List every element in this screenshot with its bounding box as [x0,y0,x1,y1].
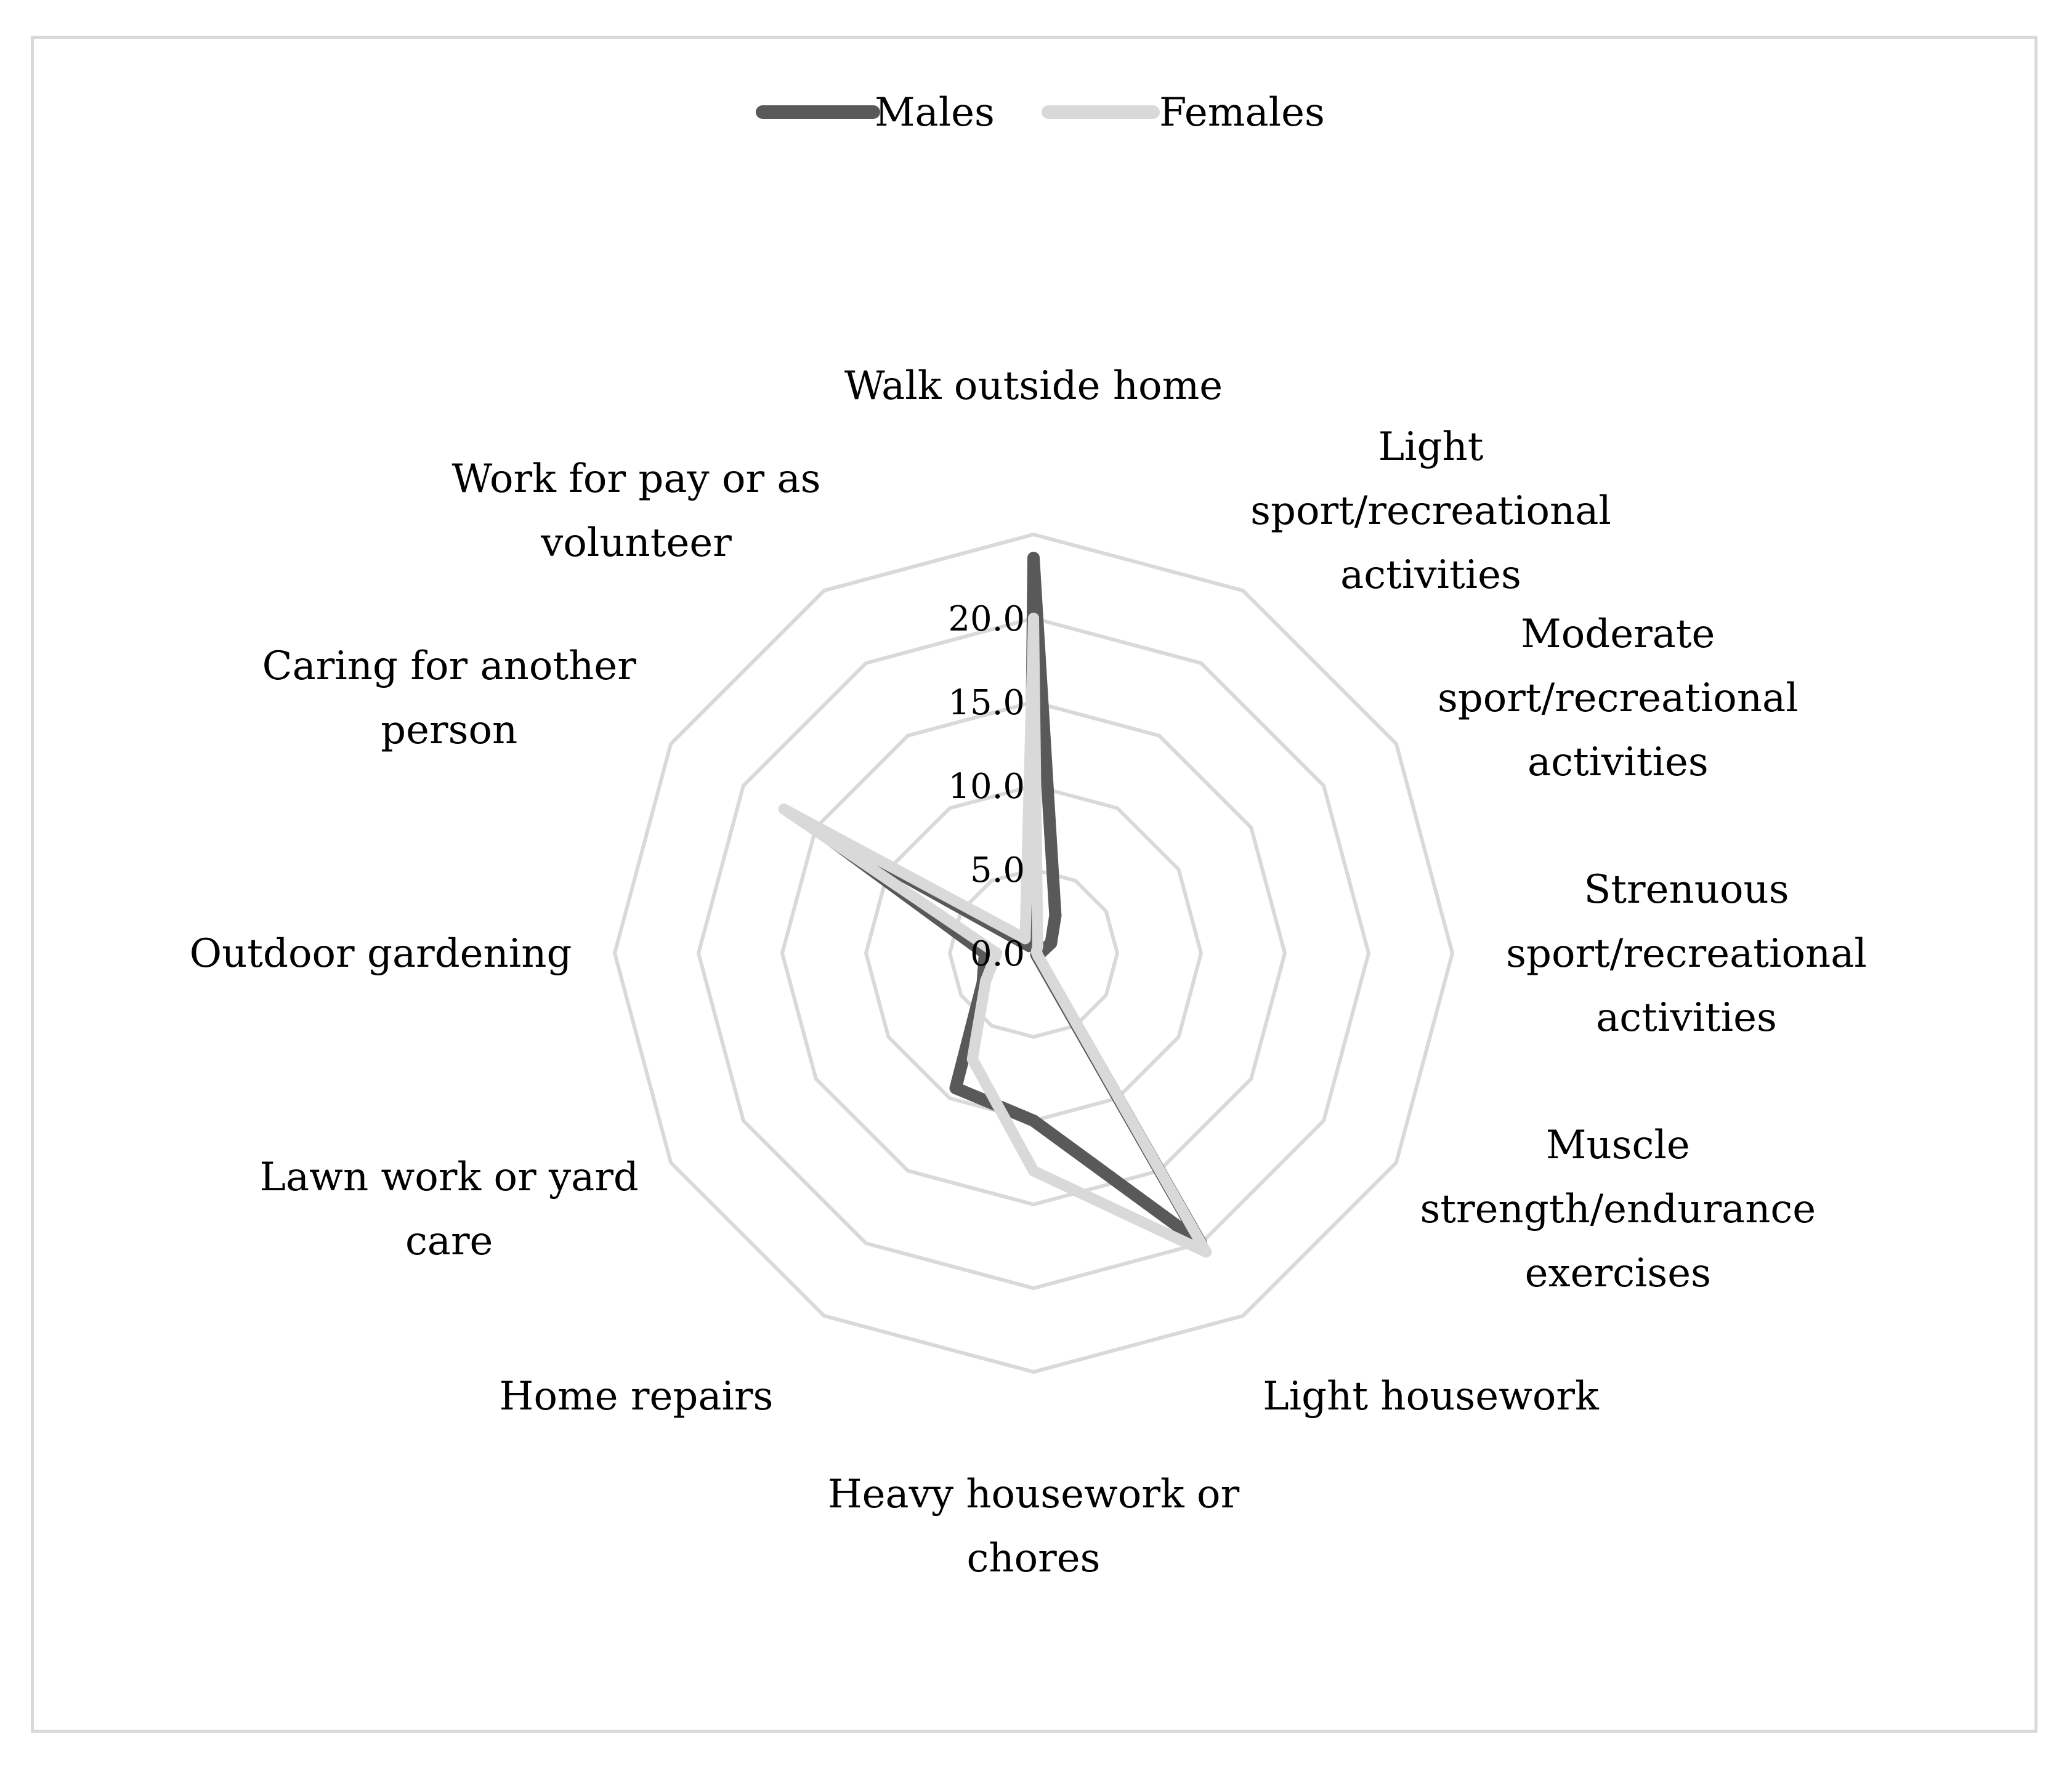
legend-label-males: Males [875,90,995,135]
radial-tick-labels: 0.0 5.0 10.0 15.0 20.0 [948,599,1025,974]
tick-label-0: 0.0 [970,934,1025,974]
grid-ring-25 [612,532,1455,1374]
category-label-outdoor-gardening: Outdoor gardening [190,931,572,977]
category-label-line: Home repairs [500,1374,774,1419]
tick-label-4: 20.0 [948,599,1025,639]
data-point-females-7 [966,1054,978,1065]
category-label-line: care [405,1219,493,1264]
legend: Males Females [756,90,1325,135]
tick-label-3: 15.0 [948,683,1025,723]
category-label-line: Muscle [1546,1123,1690,1168]
series-layer [778,552,1212,1258]
data-point-females-9 [991,948,1003,959]
category-label-heavy-housework-or-chores: Heavy housework or chores [828,1472,1240,1581]
data-point-males-2 [1045,937,1058,950]
category-label-line: strength/endurance [1420,1187,1816,1232]
category-label-strenuous-sport-recreational-activities: Strenuous sport/recreational activities [1506,867,1867,1041]
category-label-line: volunteer [540,520,732,566]
category-label-walk-outside-home: Walk outside home [844,363,1223,409]
category-label-line: Light housework [1263,1374,1600,1419]
data-point-males-1 [1049,909,1062,922]
category-label-line: Caring for another [262,643,637,689]
category-label-line: chores [967,1536,1101,1581]
category-label-line: Work for pay or as [452,456,821,502]
category-label-light-sport-recreational-activities: Light sport/recreational activities [1250,424,1611,598]
category-label-line: Moderate [1521,611,1715,657]
category-label-line: activities [1340,552,1521,598]
category-label-line: exercises [1525,1251,1711,1296]
data-point-females-11 [1019,933,1031,945]
category-label-line: activities [1528,740,1709,785]
category-label-line: Strenuous [1584,867,1789,913]
category-label-line: person [381,708,517,753]
category-label-line: sport/recreational [1506,931,1867,977]
data-point-males-6 [1027,1115,1040,1127]
grid-ring-20 [696,616,1371,1291]
tick-label-1: 5.0 [970,850,1025,890]
data-point-females-0 [1028,613,1039,624]
data-point-females-5 [1200,1246,1212,1258]
category-label-work-for-pay-or-as-volunteer: Work for pay or as volunteer [452,456,821,566]
category-label-line: Outdoor gardening [190,931,572,977]
category-label-line: activities [1596,995,1777,1041]
category-label-light-housework: Light housework [1263,1374,1600,1419]
category-label-home-repairs: Home repairs [500,1374,774,1419]
category-label-line: Heavy housework or [828,1472,1240,1517]
category-label-caring-for-another-person: Caring for another person [262,643,637,753]
data-point-females-6 [1028,1165,1039,1177]
category-label-muscle-strength-endurance-exercises: Muscle strength/endurance exercises [1420,1123,1816,1296]
tick-label-2: 10.0 [948,767,1025,807]
category-label-line: Walk outside home [844,363,1223,409]
data-point-females-8 [980,975,992,986]
chart-frame [31,36,2038,1733]
category-label-moderate-sport-recreational-activities: Moderate sport/recreational activities [1438,611,1799,785]
legend-label-females: Females [1159,90,1325,135]
category-label-line: Light [1378,424,1484,470]
category-label-line: sport/recreational [1438,675,1799,721]
category-label-line: Lawn work or yard [260,1155,639,1200]
category-label-lawn-work-or-yard-care: Lawn work or yard care [260,1155,639,1264]
data-point-males-7 [949,1082,962,1095]
data-point-males-0 [1027,552,1040,565]
data-point-females-4 [1032,950,1044,962]
data-point-females-10 [778,804,790,815]
category-label-line: sport/recreational [1250,488,1611,534]
